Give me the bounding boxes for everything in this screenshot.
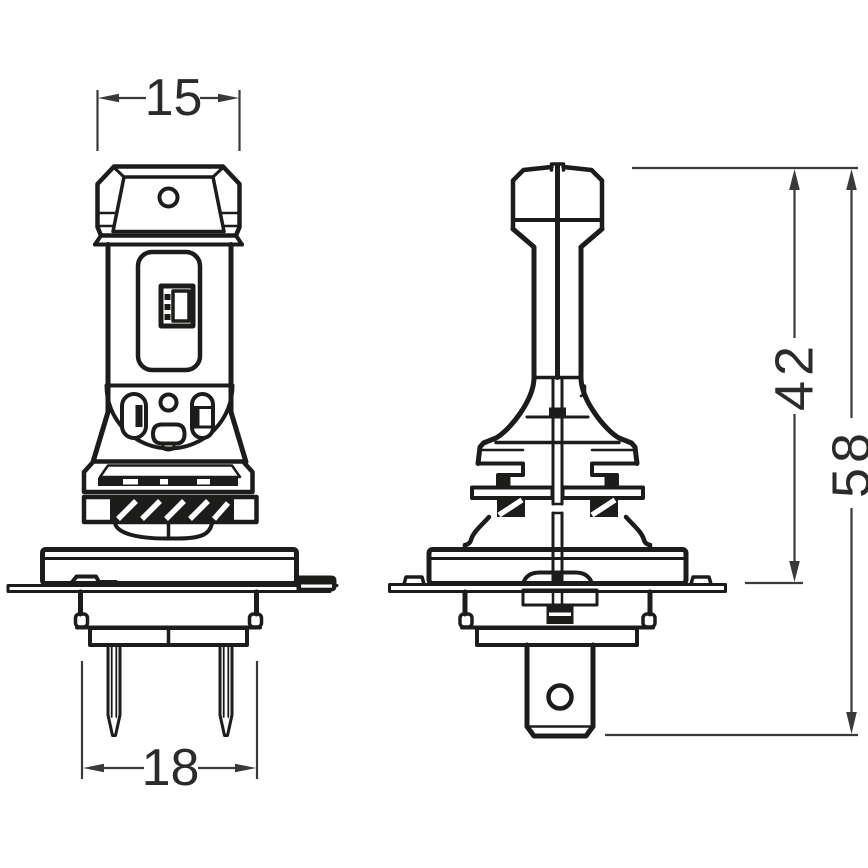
side-clip-right-slash <box>590 497 617 518</box>
side-seal-hump <box>521 570 594 586</box>
dim18-label: 18 <box>142 739 200 797</box>
side-cap-outline <box>510 164 605 232</box>
dim58-arrow-top <box>846 169 857 190</box>
side-ring-step-right <box>689 575 713 586</box>
side-ring-step-left <box>402 575 426 586</box>
dimension-total-height: 58 <box>605 169 868 737</box>
fin-bar-slot-1 <box>123 479 138 485</box>
dim42-arrow-bottom <box>789 561 800 582</box>
clip-band-dividers <box>110 495 234 524</box>
body-panel <box>135 249 203 373</box>
cap-vent-hole <box>157 186 180 209</box>
pin-right-inner <box>222 644 230 718</box>
side-base-center-slot <box>549 612 571 616</box>
side-plate-right <box>560 485 645 500</box>
ring-tab-right <box>296 575 337 592</box>
side-bell-right <box>578 375 640 466</box>
fan-cup-notch <box>161 442 176 452</box>
dimension-upper-height: 42 <box>632 166 858 585</box>
dim42-arrow-top <box>789 169 800 190</box>
dim15-arrow-right <box>218 93 239 103</box>
connector-block <box>158 283 196 329</box>
side-column-in-base <box>551 588 564 607</box>
side-column-break <box>551 502 564 515</box>
connector-pin-2 <box>164 304 171 310</box>
side-wing-right <box>590 461 639 489</box>
dimension-cap-width: 15 <box>96 69 241 151</box>
dim15-arrow-left <box>98 93 119 103</box>
dim58-arrow-bottom <box>846 712 857 734</box>
side-base-tier2 <box>475 626 639 647</box>
pin-left-inner <box>110 644 118 718</box>
side-terminal-tab <box>524 642 596 739</box>
cap-front-face <box>111 175 226 234</box>
fan-cup <box>151 422 187 446</box>
side-bell-left <box>475 375 537 466</box>
dim18-arrow-left <box>83 763 104 773</box>
dimension-base-width: 18 <box>80 661 259 797</box>
front-view <box>6 164 339 737</box>
side-neck <box>510 226 605 380</box>
side-flare-left <box>462 514 492 552</box>
base-sides <box>78 589 259 617</box>
fan-slot-right-bar <box>193 408 200 426</box>
ring-tab-slot <box>301 584 332 588</box>
clip-band-slashes <box>116 499 231 521</box>
side-column <box>551 376 564 548</box>
fin-bar-slot-3 <box>197 479 210 485</box>
fin-bar-slot-2 <box>160 479 168 485</box>
connector-pin-1 <box>164 294 171 300</box>
pin-left <box>106 643 122 737</box>
side-plate-left <box>470 485 555 500</box>
side-base-sides <box>462 589 653 617</box>
body-sides <box>90 242 249 465</box>
side-terminal-hole <box>546 683 574 711</box>
dim18-arrow-right <box>235 763 256 773</box>
connector-window <box>171 289 191 323</box>
side-view <box>388 162 727 739</box>
lower-cup <box>113 521 214 541</box>
fan-slot-left-bar <box>135 405 143 427</box>
ring-edge <box>6 584 339 593</box>
connector-pin-3 <box>164 314 171 320</box>
side-wing-right-tab <box>604 476 616 487</box>
side-wing-left-tab <box>499 476 511 487</box>
fin-plate <box>98 464 242 479</box>
pin-right <box>218 643 234 737</box>
side-wing-left <box>476 461 525 489</box>
dim15-extension-lines <box>96 90 241 151</box>
dim42-label: 42 <box>765 341 825 411</box>
cap-side-notches <box>96 211 241 228</box>
side-clip-left-slash <box>497 497 524 518</box>
side-seal-center <box>552 574 563 583</box>
dim58-label: 58 <box>822 428 868 498</box>
side-column-joint <box>549 407 566 417</box>
fan-slot-right-chords <box>191 406 214 429</box>
fan-hub-hole <box>158 392 179 413</box>
dim18-extension-lines <box>80 661 259 779</box>
dim15-label: 15 <box>145 69 203 127</box>
ring-bump-left <box>69 574 121 586</box>
cap-corner-bevels <box>112 166 225 179</box>
side-flare-right <box>623 514 653 552</box>
